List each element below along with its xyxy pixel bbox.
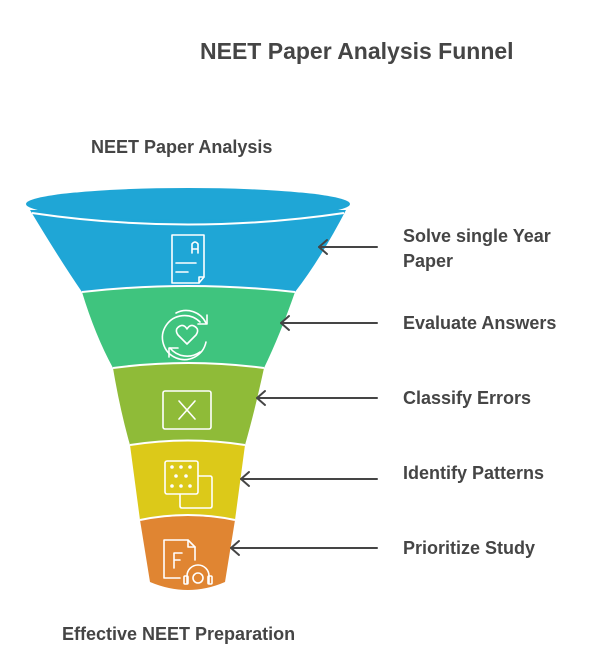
document-a-icon	[171, 234, 205, 284]
stage-label-prioritize-study: Prioritize Study	[403, 538, 536, 558]
stage-label-line-1: Solve single Year	[403, 226, 551, 246]
funnel-top-label: NEET Paper Analysis	[91, 137, 273, 157]
arrow-icon	[230, 540, 378, 556]
diagram-title: NEET Paper Analysis Funnel	[200, 38, 514, 64]
arrow-icon	[240, 471, 378, 487]
dotted-squares-icon	[164, 460, 213, 509]
x-box-icon	[162, 390, 212, 430]
funnel-stage-identify-patterns	[130, 440, 245, 521]
funnel-stage-classify-errors	[113, 363, 264, 446]
arrow-icon	[318, 239, 378, 255]
funnel-bottom-label: Effective NEET Preparation	[62, 624, 296, 644]
stage-label-evaluate-answers: Evaluate Answers	[403, 313, 557, 333]
funnel-stage-solve-paper	[26, 188, 350, 293]
arrow-icon	[256, 390, 378, 406]
document-headphones-icon	[163, 539, 213, 585]
stage-label-solve-paper: Solve single Year Paper	[403, 224, 593, 274]
stage-label-identify-patterns: Identify Patterns	[403, 463, 545, 483]
stage-label-line-2: Paper	[403, 251, 454, 271]
heart-refresh-icon	[161, 309, 208, 361]
stage-label-classify-errors: Classify Errors	[403, 388, 532, 408]
arrow-icon	[280, 315, 378, 331]
